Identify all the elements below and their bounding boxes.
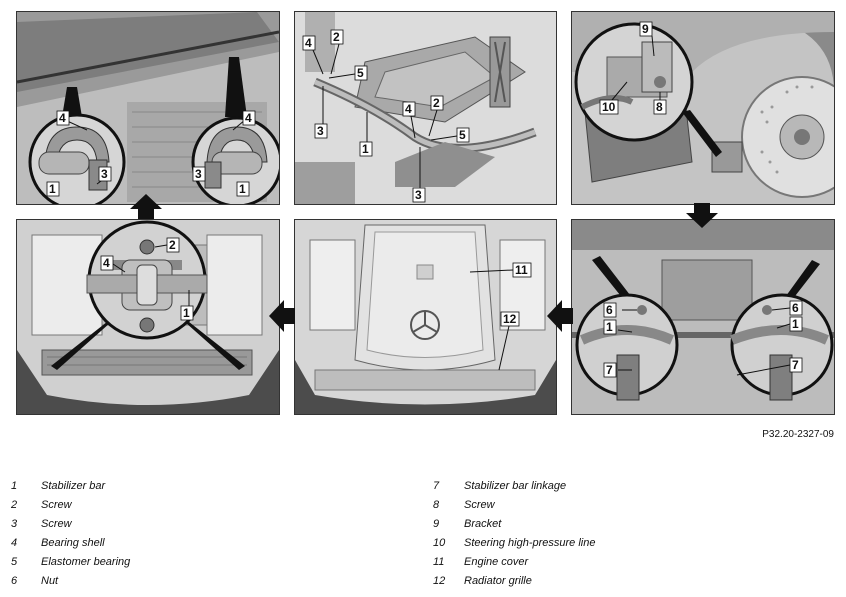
callout-7-right: 7 — [792, 358, 799, 372]
callout-1-right: 1 — [792, 317, 799, 331]
callout-7-left: 7 — [606, 363, 613, 377]
callout-3-a: 3 — [317, 124, 324, 138]
front-axle-illustration: 4 2 5 3 1 4 2 5 3 — [295, 12, 556, 204]
engine-bay-bearing-illustration: 2 4 1 — [17, 220, 279, 414]
legend-text: Bracket — [464, 518, 502, 530]
callout-6-right: 6 — [792, 301, 799, 315]
legend-text: Screw — [464, 499, 495, 511]
engine-cover-illustration: 11 12 — [295, 220, 556, 414]
callout-10: 10 — [602, 100, 616, 114]
panel-engine-bay-bearing: 2 4 1 — [16, 219, 280, 415]
legend-number: 9 — [433, 518, 440, 530]
legend-text: Stabilizer bar linkage — [464, 480, 567, 492]
legend-number: 4 — [11, 537, 18, 549]
callout-9: 9 — [642, 22, 649, 36]
arrow-down-icon — [686, 203, 718, 228]
panel-underbody-linkage: 6 1 7 6 1 7 — [571, 219, 835, 415]
legend-number: 11 — [433, 556, 445, 568]
callout-8: 8 — [656, 100, 663, 114]
legend-text: Screw — [41, 499, 72, 511]
legend-text: Nut — [41, 575, 59, 587]
arrow-up-icon — [130, 194, 162, 219]
legend-number: 2 — [11, 499, 18, 511]
bearing-detail-illustration: 4 3 1 4 3 1 — [17, 12, 279, 204]
legend-number: 3 — [11, 518, 18, 530]
legend-text: Engine cover — [464, 556, 529, 568]
figure-id: P32.20-2327-09 — [762, 429, 834, 440]
legend-text: Radiator grille — [464, 575, 532, 587]
panel-engine-cover: 11 12 — [294, 219, 557, 415]
callout-3-left: 3 — [101, 167, 108, 181]
legend-text: Steering high-pressure line — [464, 537, 596, 549]
legend-number: 6 — [11, 575, 18, 587]
callout-3-b: 3 — [415, 188, 422, 202]
arrow-left-icon — [269, 300, 295, 332]
panel-wheel-bracket: 9 10 8 — [571, 11, 835, 205]
callout-2-a: 2 — [333, 30, 340, 44]
panel-front-axle: 4 2 5 3 1 4 2 5 3 — [294, 11, 557, 205]
callout-3-right: 3 — [195, 167, 202, 181]
callout-2-b: 2 — [433, 96, 440, 110]
callout-1-right: 1 — [239, 182, 246, 196]
legend-text: Screw — [41, 518, 72, 530]
callout-11: 11 — [515, 263, 528, 277]
legend-number: 5 — [11, 556, 18, 568]
callout-12: 12 — [503, 312, 517, 326]
callout-6-left: 6 — [606, 303, 613, 317]
callout-5-b: 5 — [459, 128, 466, 142]
legend-number: 7 — [433, 480, 440, 492]
legend-text: Elastomer bearing — [41, 556, 131, 568]
callout-1-left: 1 — [49, 182, 56, 196]
underbody-linkage-illustration: 6 1 7 6 1 7 — [572, 220, 834, 414]
callout-5-a: 5 — [357, 66, 364, 80]
callout-4-left: 4 — [59, 111, 66, 125]
callout-4-a: 4 — [305, 36, 312, 50]
callout-4-right: 4 — [245, 111, 252, 125]
legend-text: Stabilizer bar — [41, 480, 106, 492]
legend-number: 12 — [433, 575, 446, 587]
legend-text: Bearing shell — [41, 537, 105, 549]
callout-1-left: 1 — [606, 320, 613, 334]
legend-number: 10 — [433, 537, 446, 549]
wheel-bracket-illustration: 9 10 8 — [572, 12, 834, 204]
callout-1: 1 — [183, 306, 190, 320]
callout-4-b: 4 — [405, 102, 412, 116]
panel-bearing-detail: 4 3 1 4 3 1 — [16, 11, 280, 205]
arrow-left-icon — [547, 300, 573, 332]
callout-2: 2 — [169, 238, 176, 252]
legend-number: 1 — [11, 480, 18, 492]
callout-4: 4 — [103, 256, 110, 270]
callout-1: 1 — [362, 142, 369, 156]
legend-number: 8 — [433, 499, 440, 511]
